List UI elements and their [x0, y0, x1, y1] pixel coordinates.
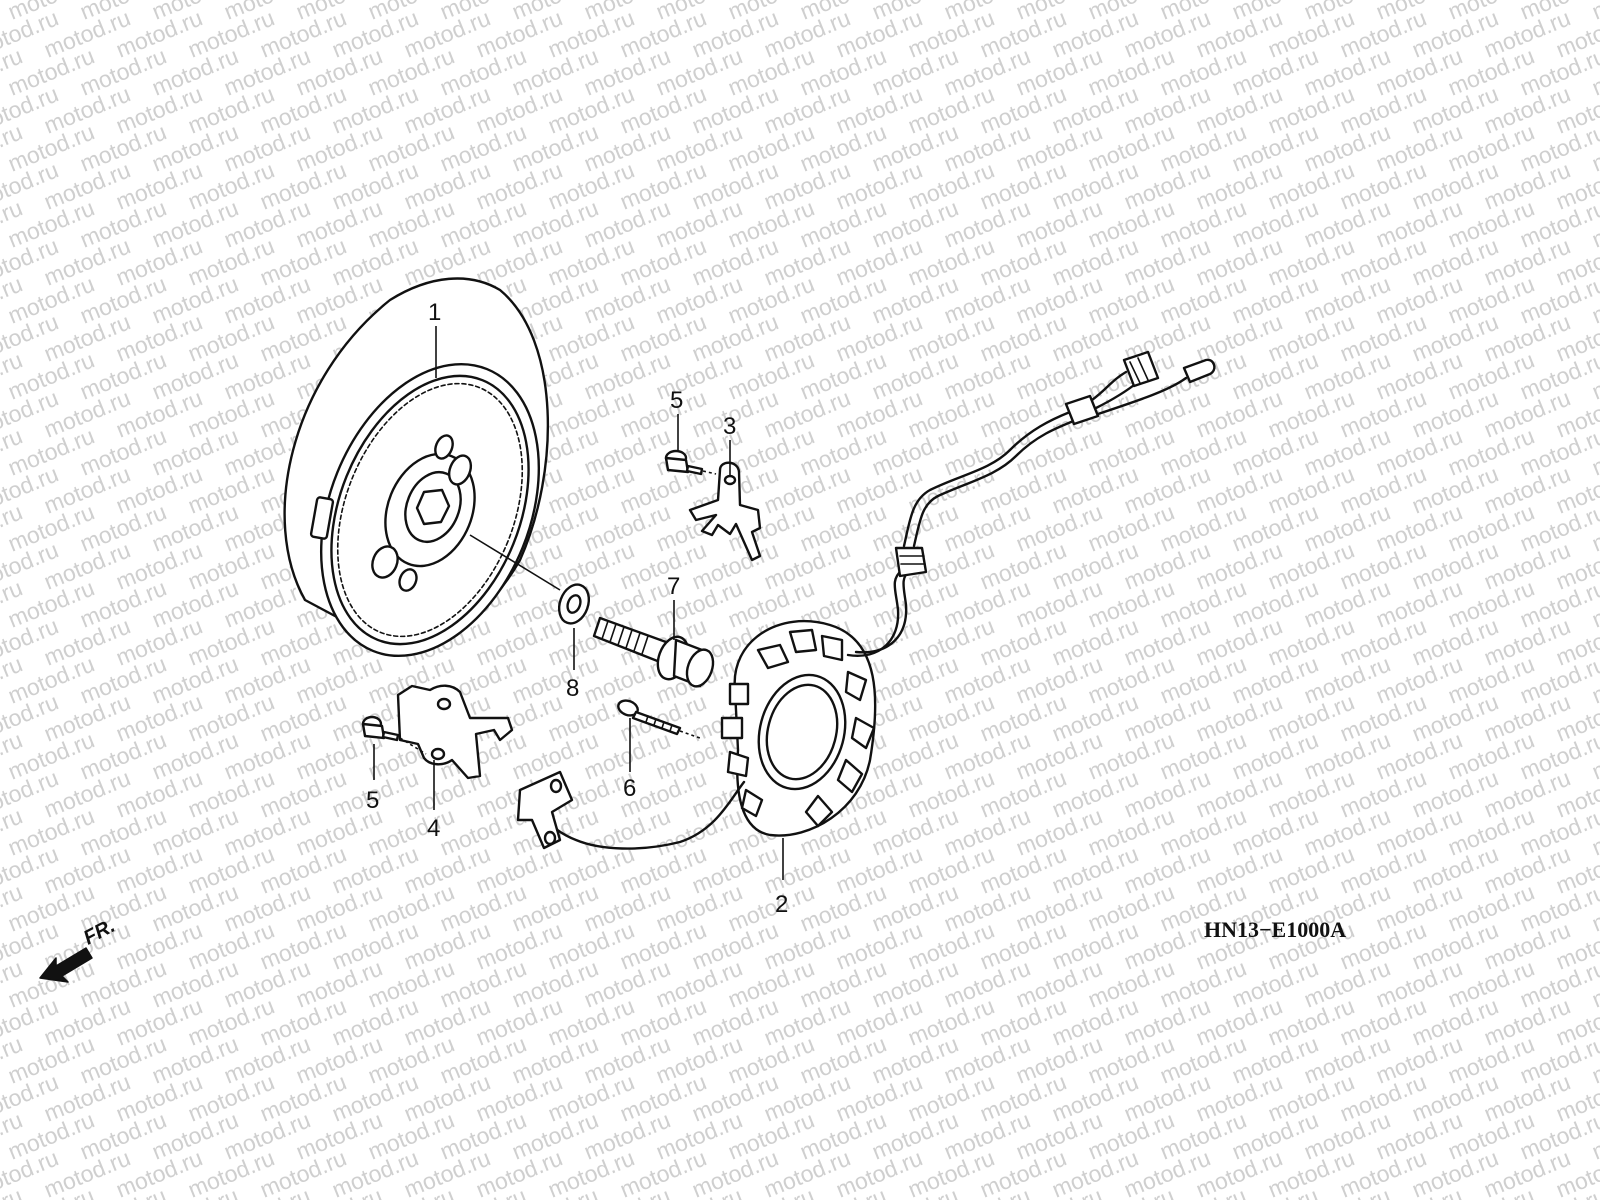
pulse-generator[interactable]: [516, 770, 746, 850]
callout-leaders: [373, 326, 784, 880]
lower-clamp[interactable]: [396, 684, 514, 780]
upper-clamp[interactable]: [688, 461, 762, 562]
callout-8[interactable]: 8: [566, 675, 579, 702]
stator-wire-harness: [846, 350, 1216, 657]
upper-small-bolt[interactable]: [664, 449, 704, 476]
stator[interactable]: [720, 619, 877, 837]
lower-small-bolt[interactable]: [361, 715, 400, 742]
callout-5-upper[interactable]: 5: [670, 387, 683, 414]
washer[interactable]: [554, 580, 594, 627]
callout-6[interactable]: 6: [623, 775, 636, 802]
callout-1[interactable]: 1: [428, 299, 441, 326]
callout-labels: 1 2 3 4 5 5 6 7 8: [366, 299, 788, 918]
callout-4[interactable]: 4: [427, 815, 440, 842]
flywheel[interactable]: [280, 277, 579, 689]
watermark-text: motod.ru: [1588, 0, 1600, 25]
callout-3[interactable]: 3: [723, 413, 736, 440]
callout-7[interactable]: 7: [667, 573, 680, 600]
callout-5-lower[interactable]: 5: [366, 787, 379, 814]
callout-2[interactable]: 2: [775, 891, 788, 918]
stator-bolt[interactable]: [616, 698, 682, 736]
front-direction-arrow-icon: [39, 947, 93, 983]
flywheel-flange-bolt[interactable]: [592, 616, 718, 690]
diagram-code: HN13−E1000A: [1204, 917, 1346, 942]
